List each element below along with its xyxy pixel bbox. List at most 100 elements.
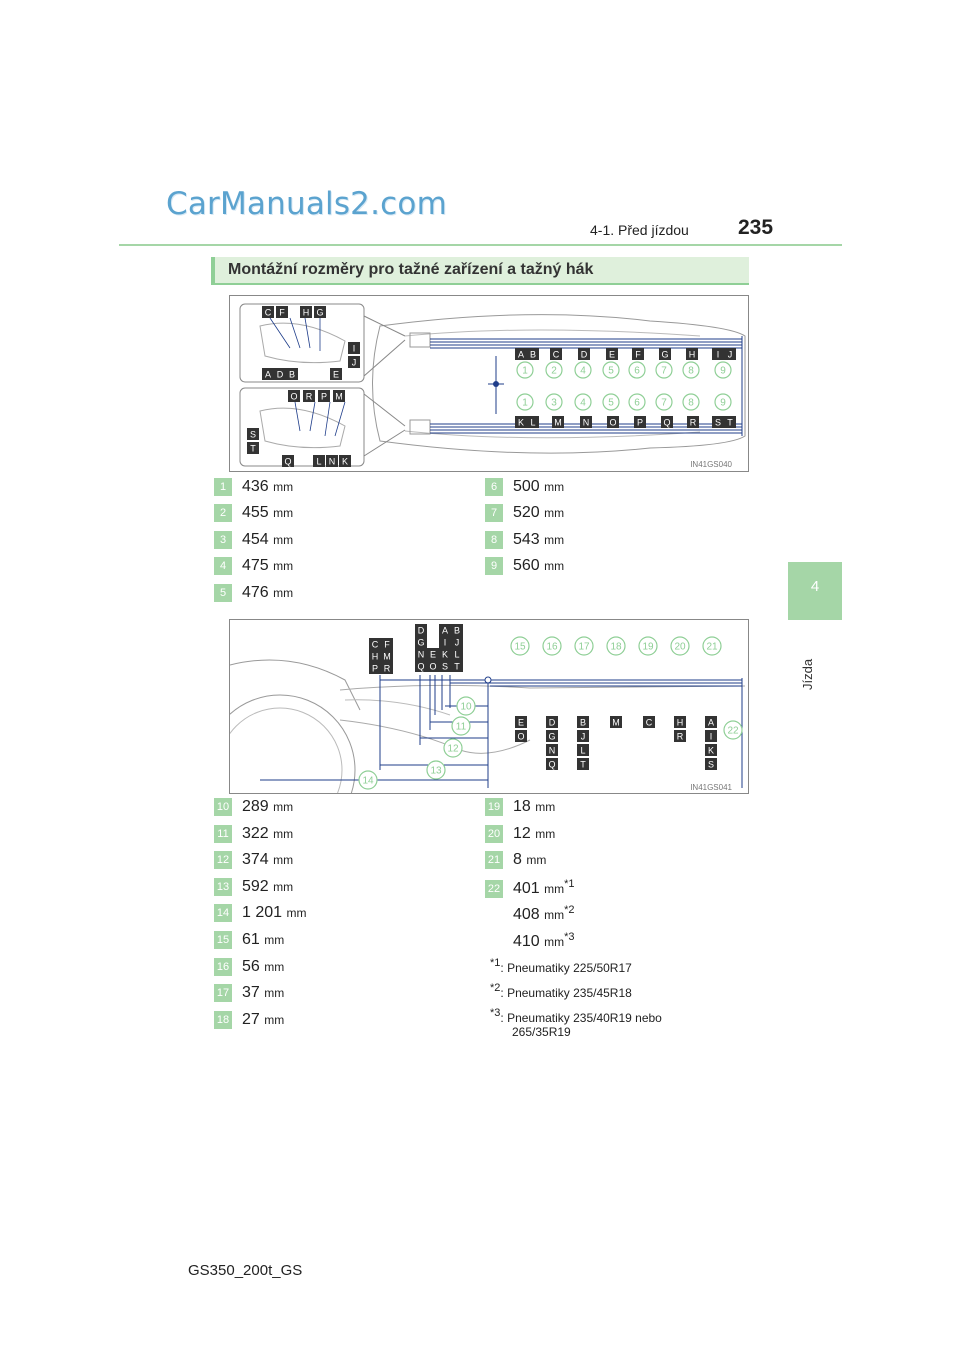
- callout-letter: R: [690, 418, 697, 428]
- dim-value: 61: [242, 931, 260, 948]
- callout-letter: E: [518, 718, 524, 728]
- dimension-number-circle: [628, 361, 646, 379]
- dimension-number: 6: [634, 366, 640, 377]
- callout-letter: F: [384, 640, 390, 650]
- callout-letter: H: [677, 718, 684, 728]
- dim-item: 20 12 mm: [485, 825, 555, 845]
- callout-letter: G: [316, 308, 323, 318]
- dim-value: 8: [513, 851, 522, 868]
- dimension-number: 9: [720, 366, 726, 377]
- dimension-number: 19: [642, 642, 654, 653]
- callout-letter-box: [427, 648, 439, 660]
- callout-letter: S: [708, 760, 714, 770]
- callout-letter-box: [330, 368, 342, 380]
- callout-letter: S: [715, 418, 721, 428]
- dim-marker: 5: [214, 584, 232, 602]
- callout-letter-box: [674, 730, 686, 742]
- dim-unit: mm: [273, 853, 294, 867]
- footnote-marker: *2: [564, 904, 575, 916]
- dim-unit: mm: [273, 827, 294, 841]
- dim-value: 27: [242, 1011, 260, 1028]
- chapter-tab[interactable]: 4: [788, 562, 842, 620]
- callout-letter-box: [369, 638, 381, 650]
- callout-letter-box: [288, 390, 300, 402]
- dim-unit: mm: [544, 934, 565, 949]
- dimension-number-circle: [545, 393, 563, 411]
- dim-marker: 19: [485, 798, 503, 816]
- dim-marker: 2: [214, 504, 232, 522]
- dimension-number: 8: [688, 366, 694, 377]
- dim-value: 408: [513, 905, 540, 923]
- dim-value: 12: [513, 825, 531, 842]
- dim-value: 454: [242, 531, 269, 548]
- callout-letter: L: [580, 746, 585, 756]
- dim-item-alt: 408 mm*2: [513, 904, 575, 924]
- callout-letter: N: [583, 418, 590, 428]
- dim-value: 322: [242, 825, 269, 842]
- callout-letter-box: [313, 455, 325, 467]
- callout-letter-box: [381, 650, 393, 662]
- dim-unit: mm: [535, 827, 556, 841]
- dimension-number-circle: [542, 636, 562, 656]
- callout-letter-box: [687, 416, 699, 428]
- callout-letter: N: [418, 650, 425, 660]
- dimension-number: 1: [522, 398, 528, 409]
- callout-letter: I: [710, 732, 713, 742]
- callout-letter: B: [530, 350, 536, 360]
- callout-letter: H: [303, 308, 310, 318]
- callout-letter-box: [451, 636, 463, 648]
- footnote: *2: Pneumatiky 235/45R18: [490, 982, 632, 1000]
- dim-marker: 7: [485, 504, 503, 522]
- footnote-marker: *1: [564, 878, 575, 890]
- footnote-continuation: 265/35R19: [512, 1025, 571, 1039]
- dim-unit: mm: [273, 506, 294, 520]
- dimension-number-circle: [602, 361, 620, 379]
- dimension-number-circle: [682, 361, 700, 379]
- dimension-number-circle: [516, 361, 534, 379]
- dimension-number-circle: [723, 720, 743, 740]
- callout-letter-box: [674, 716, 686, 728]
- dim-marker: 20: [485, 825, 503, 843]
- dim-unit: mm: [273, 800, 294, 814]
- callout-letter-box: [634, 416, 646, 428]
- dim-value: 374: [242, 851, 269, 868]
- running-head: 4-1. Před jízdou: [590, 222, 689, 238]
- callout-letter-box: [705, 744, 717, 756]
- dimension-number: 14: [362, 776, 374, 787]
- dimension-number-circle: [628, 393, 646, 411]
- dim-marker: 22: [485, 879, 503, 898]
- callout-letter: Q: [417, 662, 424, 672]
- callout-letter-box: [262, 306, 274, 318]
- dim-value: 560: [513, 557, 540, 574]
- dim-marker: 1: [214, 478, 232, 496]
- callout-letter-box: [606, 348, 618, 360]
- callout-letter: P: [372, 664, 378, 674]
- callout-letter-box: [439, 660, 451, 672]
- callout-letter: K: [342, 457, 348, 467]
- callout-letter: I: [717, 350, 720, 360]
- callout-letter-box: [415, 648, 427, 660]
- callout-letter: C: [265, 308, 272, 318]
- dim-unit: mm: [286, 906, 307, 920]
- figure-code: IN41GS040: [690, 460, 732, 469]
- dimension-number: 16: [546, 642, 558, 653]
- figure-code: IN41GS041: [690, 783, 732, 792]
- dimension-number-circle: [426, 760, 446, 780]
- callout-letter-box: [348, 342, 360, 354]
- footnote-text: : Pneumatiky 235/45R18: [500, 986, 632, 1000]
- dimension-number-circle: [655, 393, 673, 411]
- callout-letter: F: [279, 308, 285, 318]
- callout-letter: O: [290, 392, 297, 402]
- dimension-number: 3: [551, 398, 557, 409]
- callout-letter-box: [515, 416, 527, 428]
- callout-letter-box: [632, 348, 644, 360]
- dimension-number-circle: [510, 636, 530, 656]
